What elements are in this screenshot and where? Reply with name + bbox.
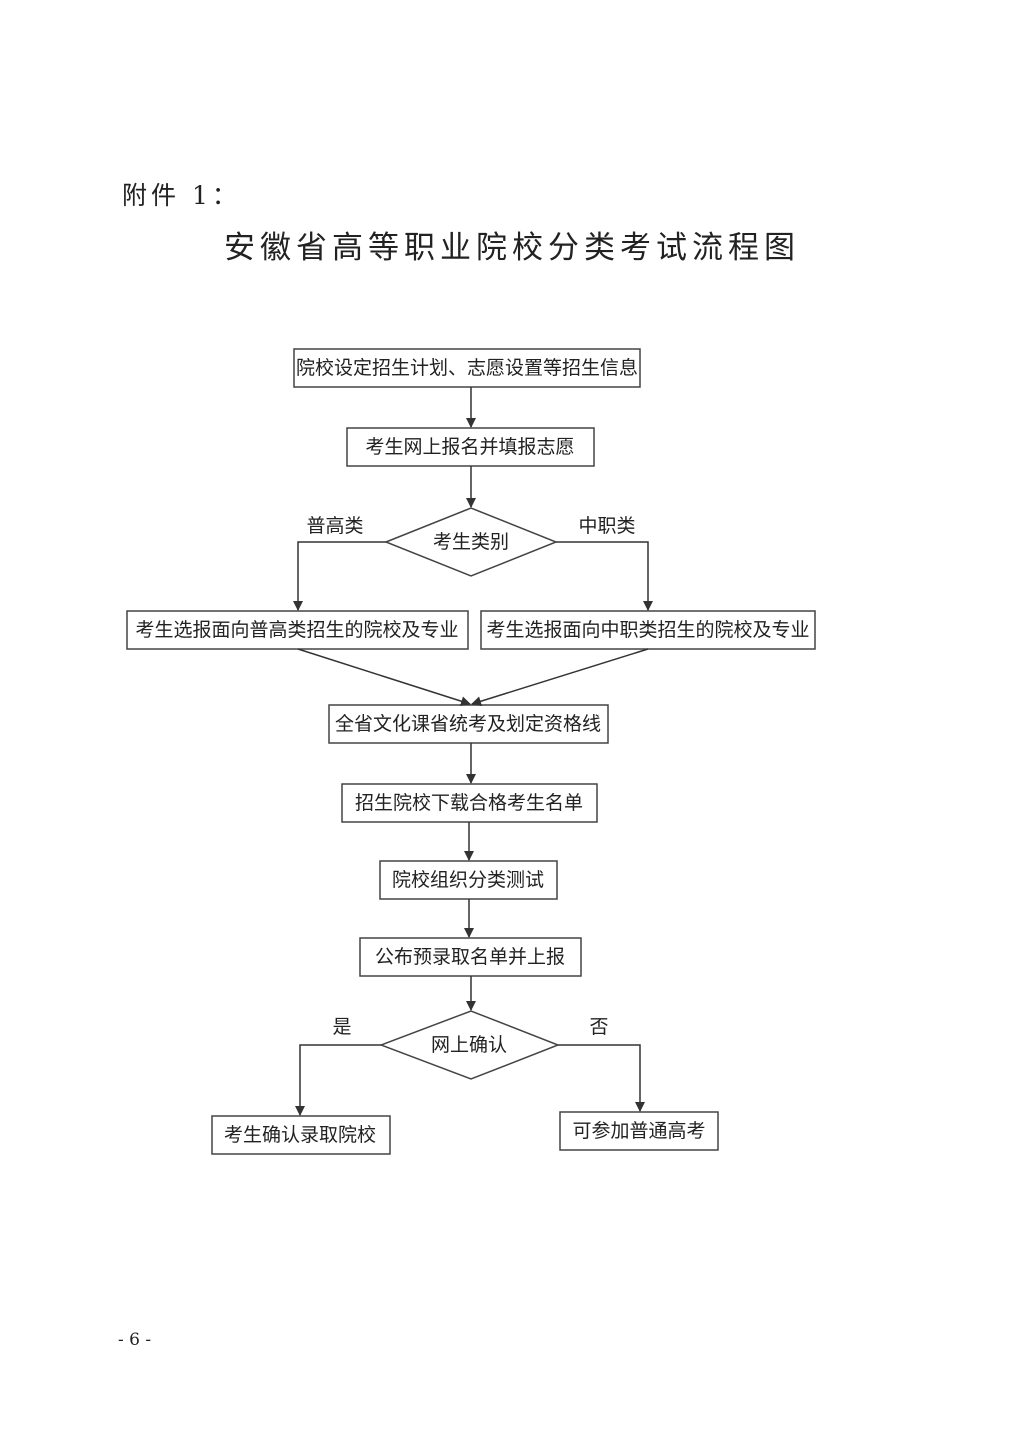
document-title: 安徽省高等职业院校分类考试流程图 [224,230,800,266]
step5-text: 院校组织分类测试 [392,869,544,891]
page-number: - 6 - [118,1330,152,1350]
step4-text: 招生院校下载合格考生名单 [355,792,583,814]
arrow-left-to-step3 [297,648,471,707]
arrow-decision-yes [295,1044,381,1116]
arrow-decision-left [293,541,386,611]
arrow-decision-right [556,541,653,611]
step6-text: 公布预录取名单并上报 [375,946,565,968]
box-left-branch [126,610,469,650]
branch-left-label: 普高类 [306,515,363,537]
box-step3 [328,704,609,744]
no-label: 否 [589,1016,608,1038]
arrow-decision-no [558,1044,645,1112]
step3-text: 全省文化课省统考及划定资格线 [335,713,601,735]
left-box-text: 考生选报面向普高类招生的院校及专业 [135,619,458,641]
box-yes [211,1115,391,1155]
box-step4 [341,783,598,823]
attachment-label: 附件 1： [122,181,241,210]
box-step6 [359,937,582,977]
box-right-branch [480,610,816,650]
box-step1 [293,348,641,388]
step1-text: 院校设定招生计划、志愿设置等招生信息 [296,357,638,379]
branch-right-label: 中职类 [578,515,635,537]
decision2-text: 网上确认 [431,1034,507,1056]
arrow-right-to-step3 [471,648,649,707]
yes-label: 是 [332,1016,351,1038]
no-box-text: 可参加普通高考 [572,1120,705,1142]
decision1-text: 考生类别 [433,531,509,553]
box-step2 [346,427,595,467]
yes-box-text: 考生确认录取院校 [224,1124,376,1146]
step2-text: 考生网上报名并填报志愿 [365,436,574,458]
right-box-text: 考生选报面向中职类招生的院校及专业 [486,619,809,641]
box-no [559,1111,719,1151]
